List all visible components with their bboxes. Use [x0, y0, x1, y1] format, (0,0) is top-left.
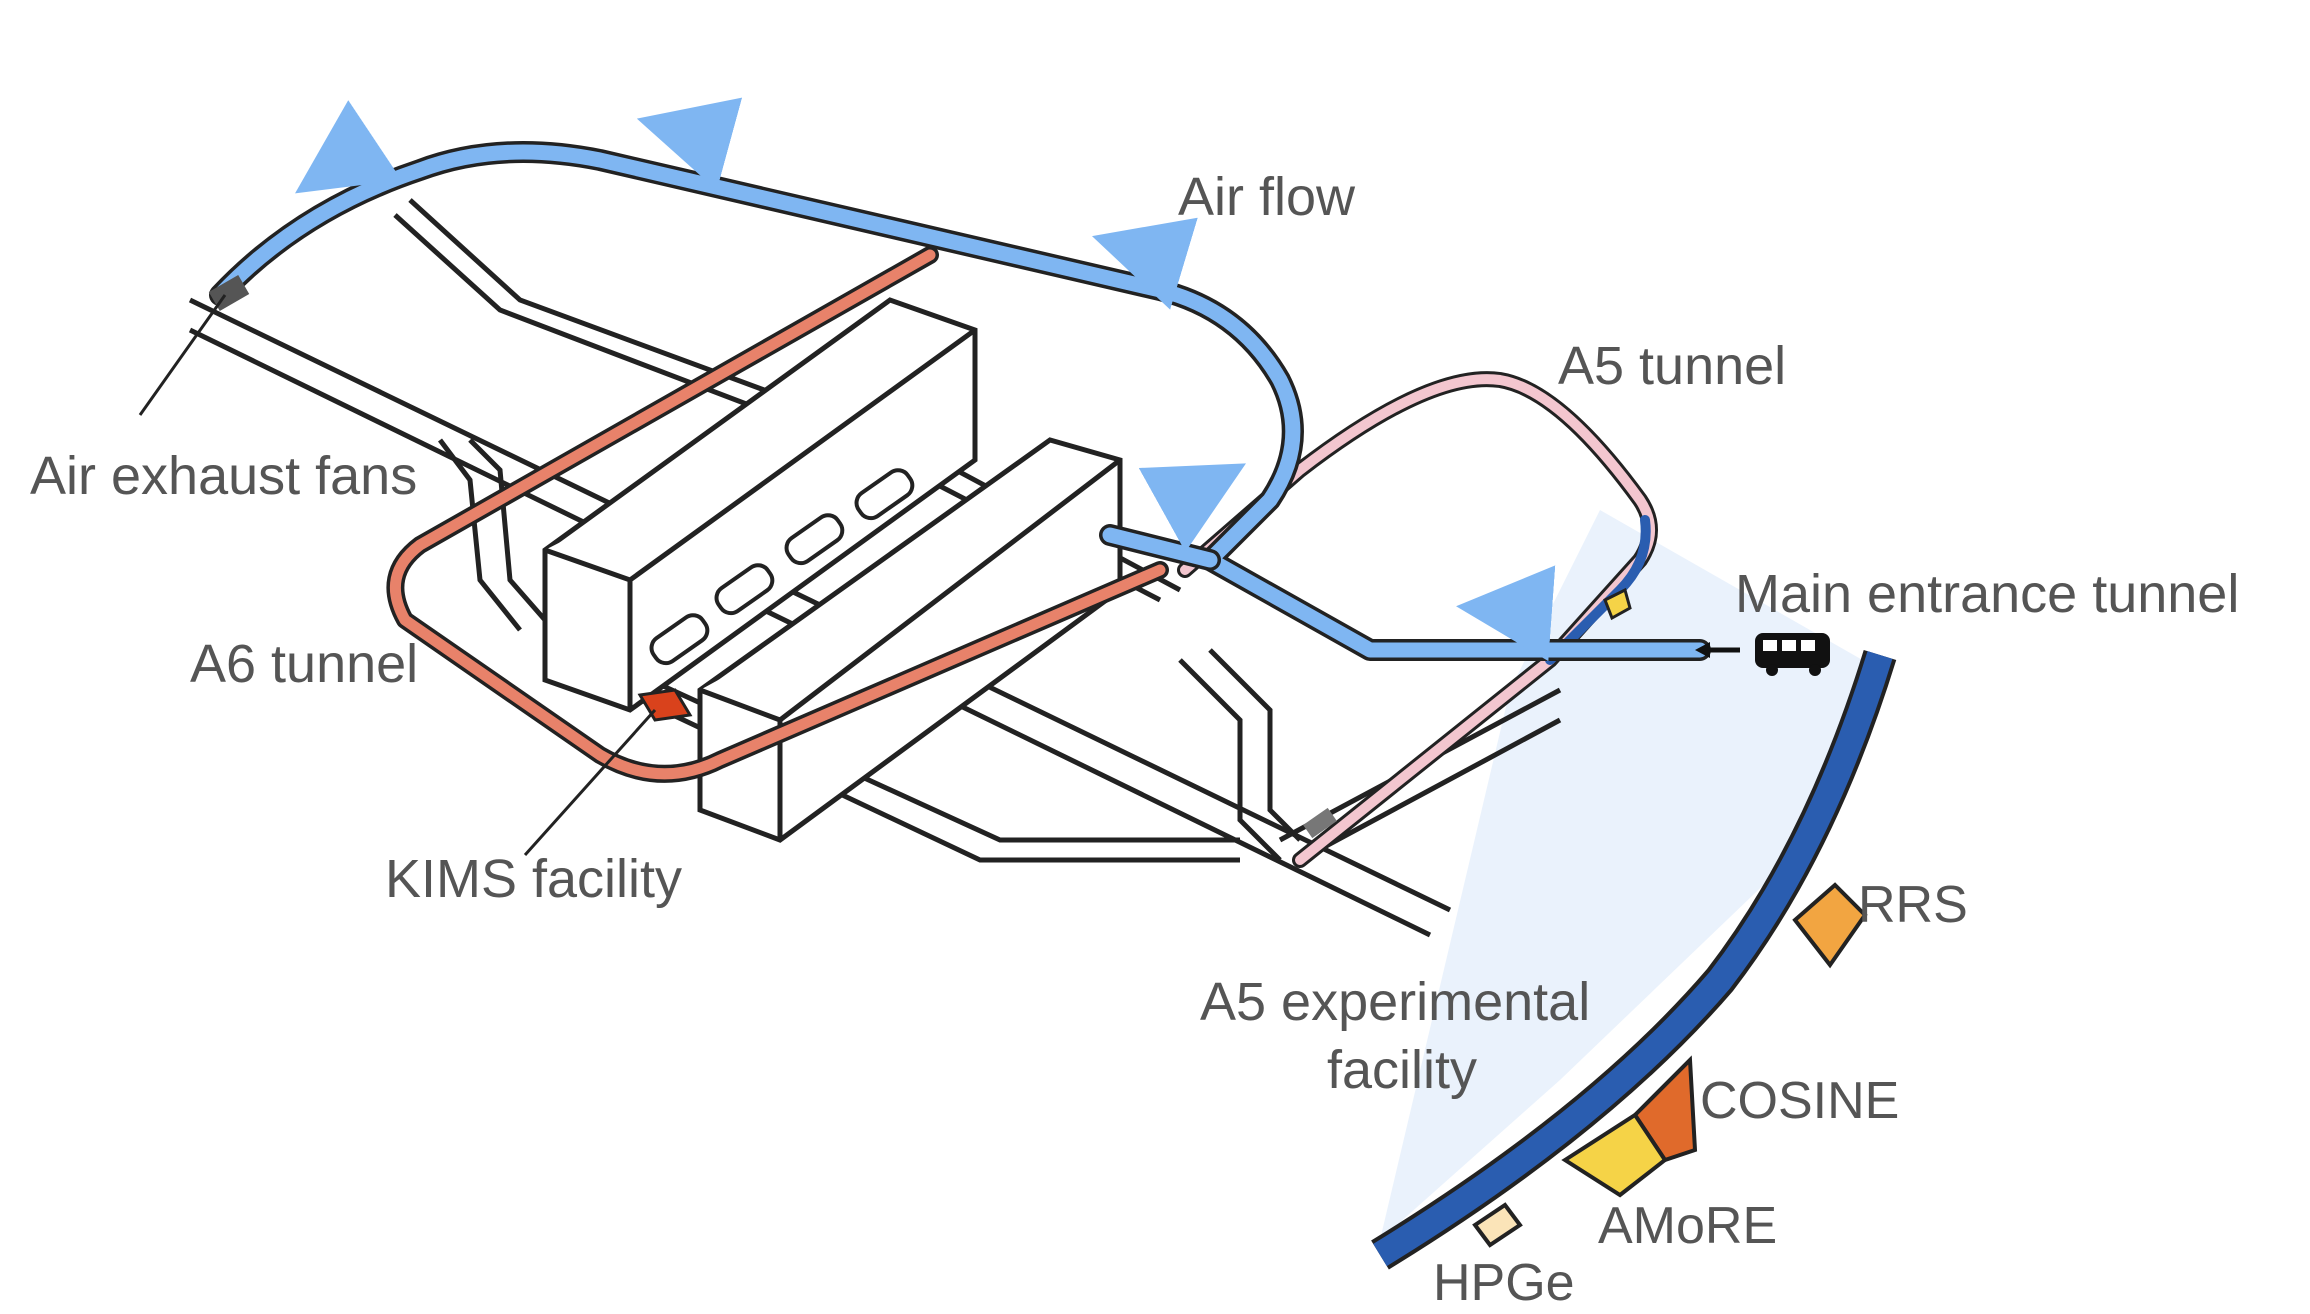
- label-a6-tunnel: A6 tunnel: [190, 634, 418, 694]
- arrow-icon: [295, 100, 402, 194]
- rrs-block: [1792, 882, 1868, 969]
- arrow-icon: [636, 97, 743, 191]
- label-amore: AMoRE: [1598, 1197, 1777, 1255]
- label-main-entrance-tunnel: Main entrance tunnel: [1735, 564, 2239, 624]
- label-air-exhaust-fans: Air exhaust fans: [30, 446, 417, 506]
- label-rrs: RRS: [1858, 876, 1968, 934]
- a5-fan: [1303, 807, 1337, 839]
- label-hpge: HPGe: [1433, 1254, 1575, 1312]
- a5-experimental-segment: [1545, 515, 1651, 665]
- hall-block-2: [697, 437, 1123, 843]
- label-a5-experimental-line1: A5 experimental: [1200, 972, 1590, 1032]
- bus-icon: [1755, 633, 1830, 676]
- label-kims-facility: KIMS facility: [385, 849, 682, 909]
- a5-zoom-highlight: [1380, 510, 1880, 1240]
- arrow-icon: [1138, 463, 1246, 552]
- hall-block-1: [542, 297, 978, 713]
- label-a5-tunnel: A5 tunnel: [1558, 336, 1786, 396]
- hpge-block: [1472, 1202, 1523, 1248]
- leader-air-exhaust: [138, 294, 227, 416]
- detector-cylinders: [649, 468, 915, 666]
- label-cosine: COSINE: [1700, 1072, 1899, 1130]
- label-a5-experimental-line2: facility: [1327, 1040, 1477, 1100]
- leader-kims: [523, 708, 657, 857]
- a5-marker: [1603, 587, 1632, 621]
- amore-block: [1561, 1112, 1668, 1198]
- arrow-icon: [1092, 217, 1198, 310]
- flow-arrows: [295, 97, 1556, 662]
- arrow-icon: [1456, 565, 1556, 662]
- label-air-flow: Air flow: [1178, 167, 1356, 227]
